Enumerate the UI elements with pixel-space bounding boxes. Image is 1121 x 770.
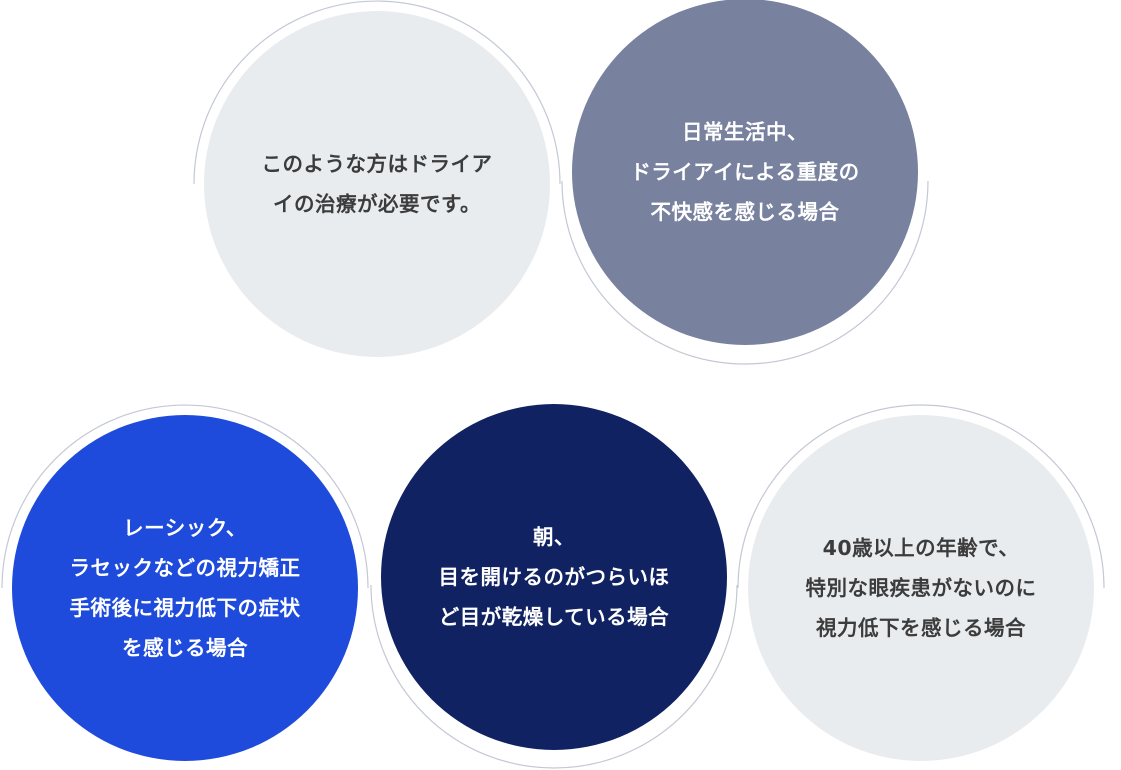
circle-intro: このような方はドライア イの治療が必要です。 <box>204 11 550 357</box>
circle-age-vision: 40歳以上の年齢で、 特別な眼疾患がないのに 視力低下を感じる場合 <box>748 415 1094 761</box>
post-surgery-text: レーシック、 ラセックなどの視力矯正 手術後に視力低下の症状 を感じる場合 <box>69 516 301 660</box>
circle-morning-dryness: 朝、 目を開けるのがつらいほ ど目が乾燥している場合 <box>381 404 727 750</box>
daily-discomfort-text: 日常生活中、 ドライアイによる重度の 不快感を感じる場合 <box>630 120 860 224</box>
circle-post-surgery: レーシック、 ラセックなどの視力矯正 手術後に視力低下の症状 を感じる場合 <box>12 415 358 761</box>
morning-dryness-text: 朝、 目を開けるのがつらいほ ど目が乾燥している場合 <box>438 525 670 629</box>
intro-text: このような方はドライア イの治療が必要です。 <box>261 152 493 216</box>
circle-daily-discomfort: 日常生活中、 ドライアイによる重度の 不快感を感じる場合 <box>572 0 918 345</box>
age-vision-text: 40歳以上の年齢で、 特別な眼疾患がないのに 視力低下を感じる場合 <box>805 536 1037 640</box>
